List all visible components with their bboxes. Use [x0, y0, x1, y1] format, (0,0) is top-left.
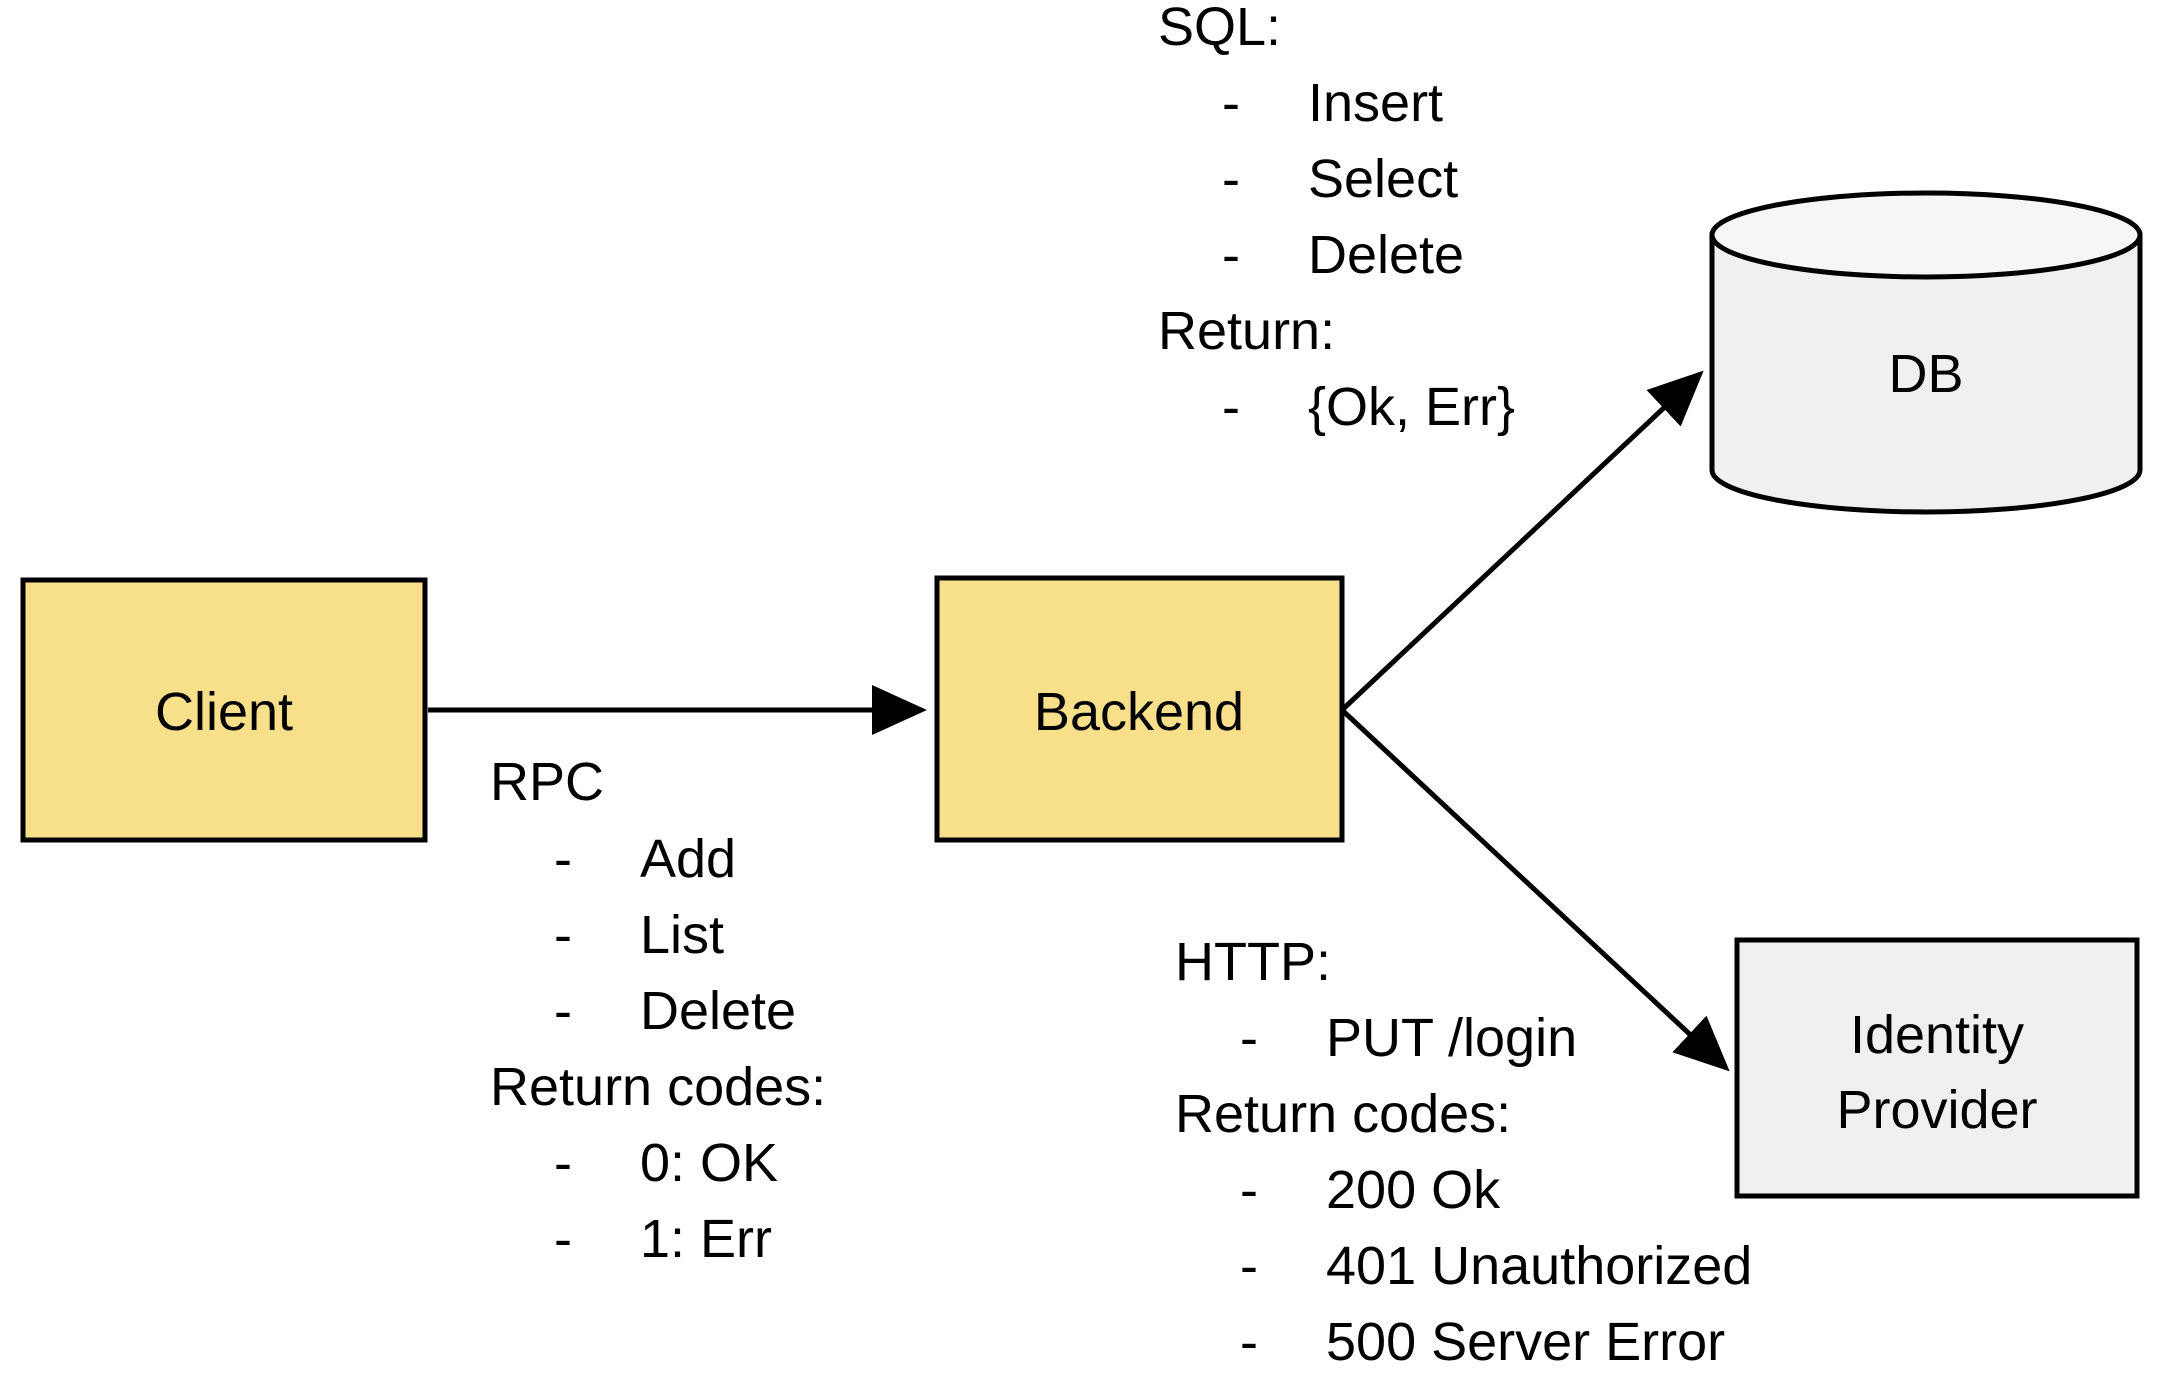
rpc-item-2-text: Delete: [640, 981, 796, 1041]
db-cylinder-body[interactable]: [1709, 232, 2143, 515]
node-backend[interactable]: Backend: [934, 575, 1345, 843]
identity-provider-label-line1: Identity: [1850, 1005, 2024, 1065]
db-cylinder-top: [1709, 190, 2143, 280]
http-subheading: Return codes:: [1175, 1084, 1511, 1144]
http-subitem-1-bullet: -: [1240, 1236, 1258, 1296]
rpc-item-0-bullet: -: [554, 829, 572, 889]
sql-item-0-text: Insert: [1308, 73, 1443, 133]
annotation-http: HTTP: - PUT /login Return codes: - 200 O…: [1175, 932, 1752, 1372]
sql-item-0-bullet: -: [1222, 73, 1240, 133]
arrow-backend-db: [1340, 370, 1704, 712]
rpc-subitem-0-bullet: -: [554, 1133, 572, 1193]
client-box[interactable]: [20, 577, 428, 843]
sql-item-2-bullet: -: [1222, 225, 1240, 285]
edge-backend-to-idp: [1340, 708, 1730, 1072]
rpc-item-1-text: List: [640, 905, 724, 965]
sql-subheading: Return:: [1158, 301, 1335, 361]
sql-item-2-text: Delete: [1308, 225, 1464, 285]
rpc-item-1-bullet: -: [554, 905, 572, 965]
sql-item-1-bullet: -: [1222, 149, 1240, 209]
node-client[interactable]: Client: [20, 577, 428, 843]
rpc-subitem-0-text: 0: OK: [640, 1133, 778, 1193]
identity-provider-box[interactable]: [1734, 937, 2140, 1199]
rpc-subitem-1-bullet: -: [554, 1209, 572, 1269]
http-item-0-bullet: -: [1240, 1008, 1258, 1068]
node-identity-provider[interactable]: Identity Provider: [1734, 937, 2140, 1199]
backend-box[interactable]: [934, 575, 1345, 843]
rpc-subheading: Return codes:: [490, 1057, 826, 1117]
http-subitem-1-text: 401 Unauthorized: [1326, 1236, 1752, 1296]
sql-item-1-text: Select: [1308, 149, 1458, 209]
http-subitem-2-text: 500 Server Error: [1326, 1312, 1725, 1372]
annotation-sql: SQL: - Insert - Select - Delete Return: …: [1158, 0, 1515, 437]
annotation-rpc: RPC - Add - List - Delete Return codes: …: [490, 752, 826, 1269]
sql-heading: SQL:: [1158, 0, 1281, 57]
http-subitem-2-bullet: -: [1240, 1312, 1258, 1372]
arrow-backend-idp: [1340, 708, 1730, 1072]
node-db[interactable]: DB: [1709, 190, 2143, 515]
http-heading: HTTP:: [1175, 932, 1331, 992]
sql-subitem-0-bullet: -: [1222, 377, 1240, 437]
rpc-item-0-text: Add: [640, 829, 736, 889]
client-label: Client: [155, 682, 293, 742]
backend-label: Backend: [1034, 682, 1244, 742]
rpc-item-2-bullet: -: [554, 981, 572, 1041]
rpc-heading: RPC: [490, 752, 604, 812]
sql-subitem-0-text: {Ok, Err}: [1308, 377, 1515, 437]
http-item-0-text: PUT /login: [1326, 1008, 1577, 1068]
http-subitem-0-bullet: -: [1240, 1160, 1258, 1220]
rpc-subitem-1-text: 1: Err: [640, 1209, 772, 1269]
edge-backend-to-db: [1340, 370, 1704, 712]
db-label: DB: [1888, 344, 1963, 404]
http-subitem-0-text: 200 Ok: [1326, 1160, 1501, 1220]
identity-provider-label-line2: Provider: [1836, 1080, 2037, 1140]
